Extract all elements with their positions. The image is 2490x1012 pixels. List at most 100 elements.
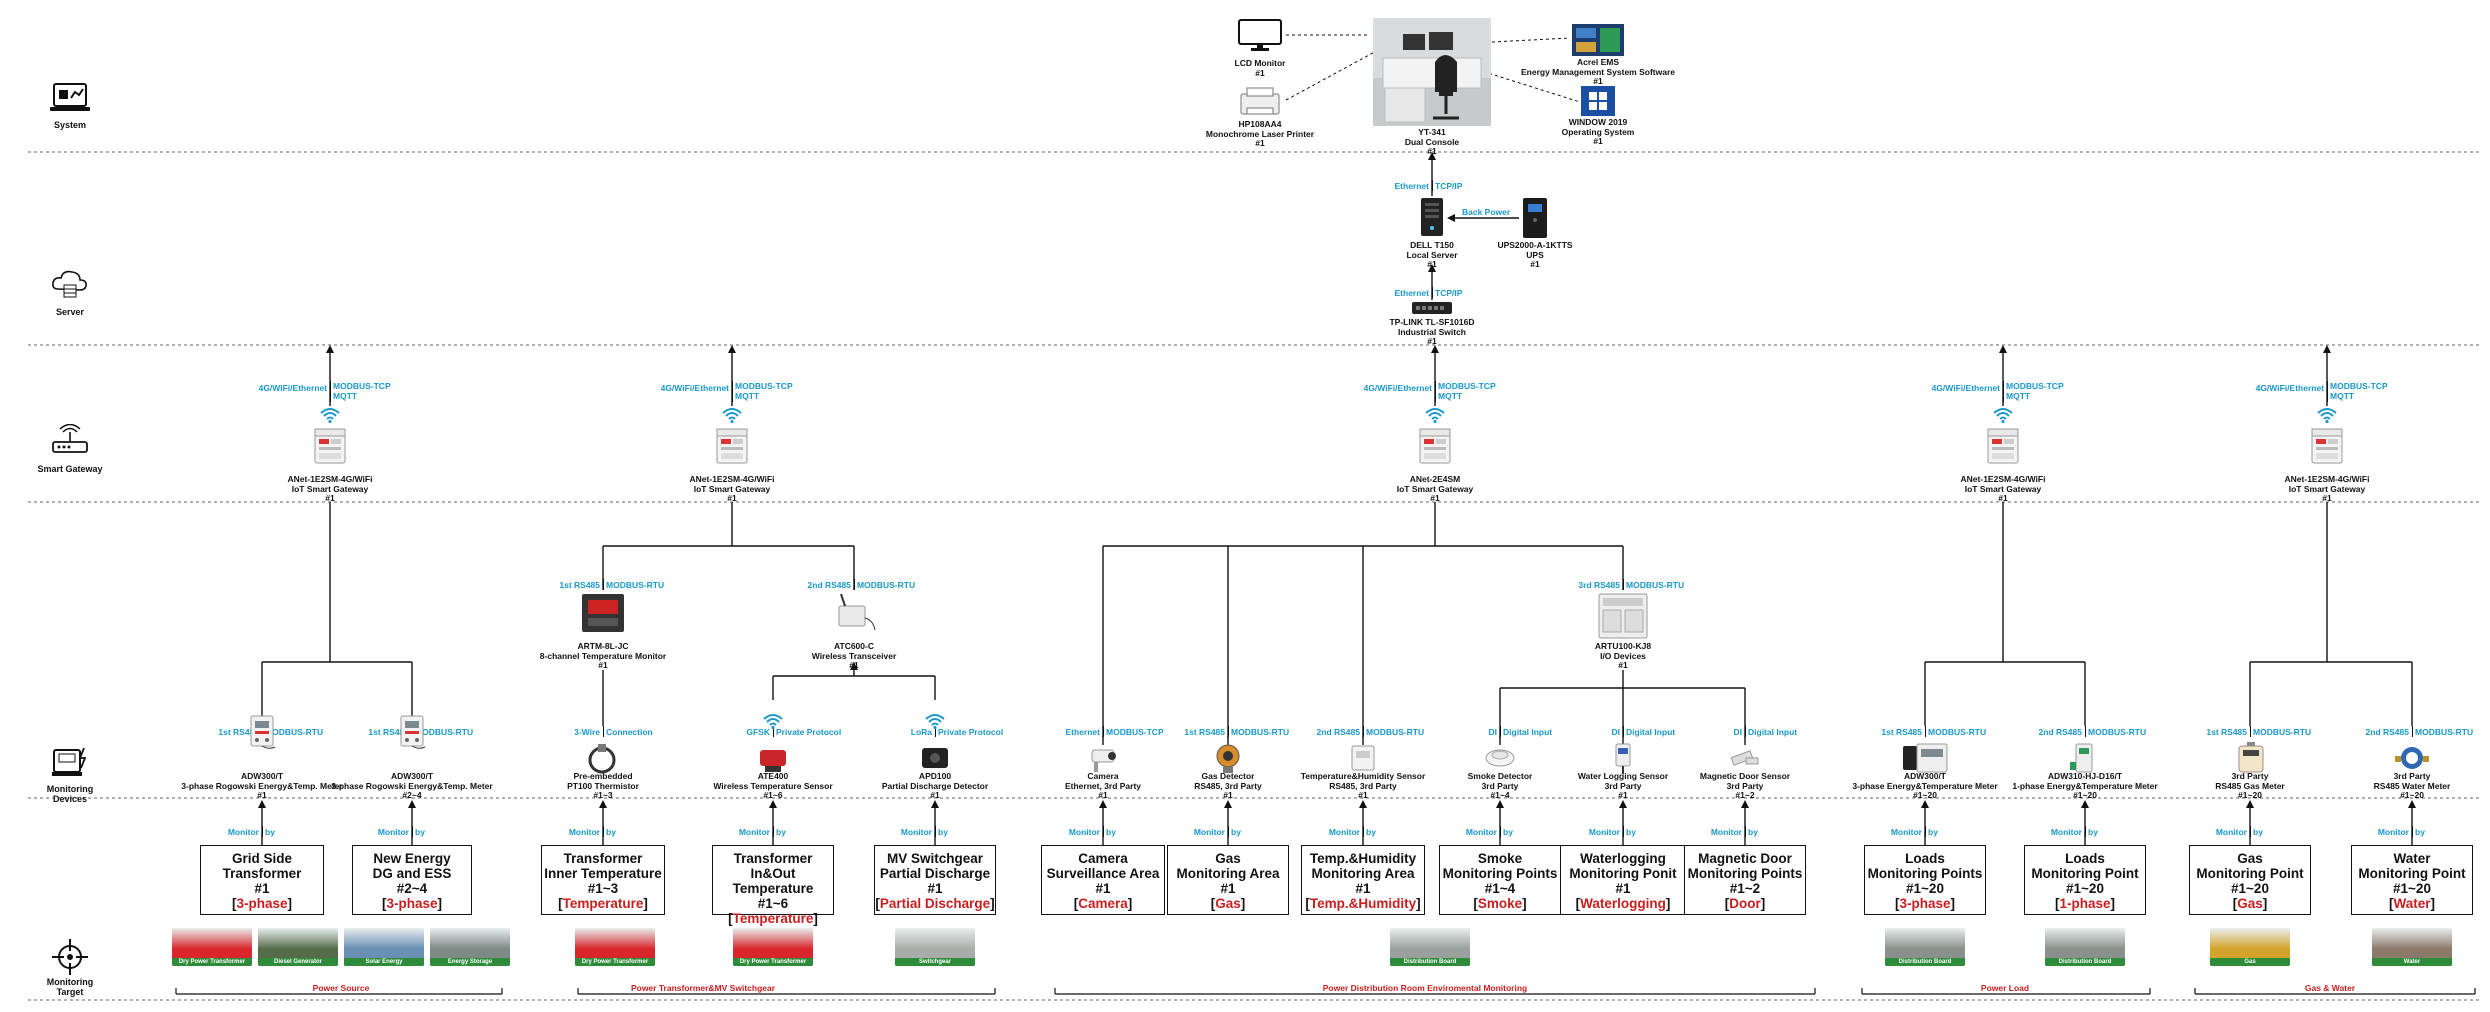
gateway-protocol-left: 4G/WiFi/Ethernet <box>1931 383 2000 393</box>
device-label-line2: Dual Console <box>1404 136 1460 147</box>
protocol-mqtt: MQTT <box>1438 391 1463 401</box>
switch-protocol-right: TCP/IP <box>1435 288 1463 298</box>
target-line3: #1 <box>1095 881 1111 896</box>
bracket: [ <box>1305 896 1310 911</box>
arrowhead <box>408 800 416 808</box>
target-line1: Waterlogging <box>1580 851 1666 866</box>
device-label-line3: #1 <box>1998 493 2008 503</box>
device-label-line2: #1 <box>1255 67 1265 78</box>
target-photo: Switchgear <box>895 928 975 966</box>
device-protocol-left: 1st RS485 <box>2206 727 2247 737</box>
bracket: ] <box>1665 896 1671 911</box>
arrowhead <box>728 345 736 353</box>
monitor-by-left: Monitor <box>1890 827 1922 837</box>
device-label-line2: 3-phase Energy&Temperature Meter <box>1852 780 1998 791</box>
monitor-by-right: by <box>1928 827 1938 837</box>
bracket: [ <box>1575 896 1581 911</box>
arrowhead <box>1224 800 1232 808</box>
monitor-by-right: by <box>1231 827 1241 837</box>
target-line2: Monitoring Points <box>1867 866 1983 881</box>
windows-os-icon <box>1581 86 1615 116</box>
device-protocol-left: 1st RS485 <box>1881 727 1922 737</box>
device-label-line2: IoT Smart Gateway <box>693 483 771 494</box>
target-tag: 3-phase <box>236 896 288 911</box>
bracket: [ <box>2054 896 2060 911</box>
target-photo-caption: Energy Storage <box>430 958 510 966</box>
target-line2: Monitoring Points <box>1442 866 1558 881</box>
arrowhead <box>599 800 607 808</box>
device-label-line1: ADW300/T <box>240 771 284 781</box>
target-photo: Dry Power Transformer <box>172 928 252 966</box>
device-label-line3: #1 <box>1427 336 1437 346</box>
atc-protocol-left: 2nd RS485 <box>807 580 851 590</box>
protocol-separator <box>1500 826 1501 837</box>
bracket: ] <box>1950 896 1956 911</box>
device-label-line2: 3-phase Rogowski Energy&Temp. Meter <box>331 780 493 791</box>
target-photo: Dry Power Transformer <box>733 928 813 966</box>
wifi-icon <box>319 407 341 423</box>
device-label-line2: RS485 Water Meter <box>2373 780 2451 791</box>
device-label-line1: 3rd Party <box>2393 771 2431 781</box>
arrowhead <box>1619 800 1627 808</box>
device-protocol-right: Private Protocol <box>776 727 842 737</box>
device-label-line1: ARTU100-KJ8 <box>1594 641 1652 651</box>
device-label-line2: IoT Smart Gateway <box>1964 483 2042 494</box>
gateway-device-icon <box>1986 425 2020 465</box>
monitor-by-right: by <box>265 827 275 837</box>
device-protocol-right: MODBUS-RTU <box>1231 727 1290 737</box>
protocol-separator <box>2412 726 2413 737</box>
wifi-icon <box>2316 407 2338 423</box>
device-protocol-left: 2nd RS485 <box>2038 727 2082 737</box>
device-protocol-left: 1st RS485 <box>1184 727 1225 737</box>
bracket: [ <box>381 896 387 911</box>
device-label-line3: #1~6 <box>763 790 783 800</box>
energy-meter-icon <box>247 714 277 750</box>
protocol-separator <box>1745 726 1746 737</box>
target-photo: Water <box>2372 928 2452 966</box>
wifi-icon <box>1992 407 2014 423</box>
device-protocol-right: MODBUS-TCP <box>1106 727 1164 737</box>
target-photo-caption: Distribution Board <box>1885 958 1965 966</box>
temperature-monitor-icon <box>580 592 626 634</box>
device-label-line3: #1~2 <box>1735 790 1755 800</box>
device-label-line1: ANet-1E2SM-4G/WiFi <box>689 474 775 484</box>
protocol-separator <box>1925 826 1926 837</box>
protocol-separator <box>262 826 263 837</box>
monitor-by-right: by <box>1366 827 1376 837</box>
target-tag: Door <box>1729 896 1761 911</box>
monitor-by-right: by <box>2415 827 2425 837</box>
target-line3: #1 <box>1220 881 1236 896</box>
device-protocol-right: Digital Input <box>1748 727 1798 737</box>
device-label-line1: UPS2000-A-1KTTS <box>1497 240 1573 250</box>
bracket: ] <box>1127 896 1133 911</box>
device-protocol-right: MODBUS-RTU <box>2253 727 2312 737</box>
device-label-line3: #1 <box>727 493 737 503</box>
layer-label-target: Monitoring Target <box>46 977 94 997</box>
device-protocol-left: 2nd RS485 <box>2365 727 2409 737</box>
artm-protocol-right: MODBUS-RTU <box>606 580 665 590</box>
target-photo: Energy Storage <box>430 928 510 966</box>
target-line2: Inner Temperature <box>544 866 662 881</box>
device-protocol-left: DI <box>1733 727 1743 737</box>
device-label-line1: Acrel EMS <box>1576 57 1620 67</box>
bracket: ] <box>2110 896 2116 911</box>
gateway-device-icon <box>1418 425 1452 465</box>
target-line1: Smoke <box>1477 851 1523 866</box>
